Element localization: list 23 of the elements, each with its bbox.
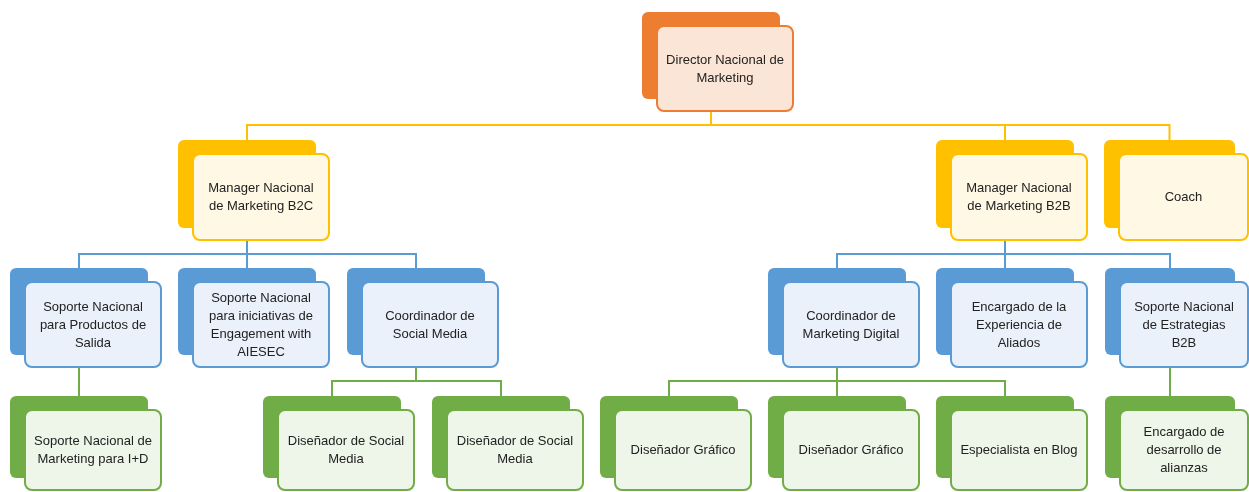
position-title: Diseñador de Social Media bbox=[287, 432, 405, 468]
connector-line bbox=[246, 240, 417, 269]
position-title: Manager Nacional de Marketing B2B bbox=[965, 179, 1073, 215]
position-title: Coordinador de Marketing Digital bbox=[801, 306, 901, 343]
position-title: Encargado de la Experiencia de Aliados bbox=[970, 297, 1068, 352]
position-title: Especialista en Blog bbox=[960, 441, 1078, 459]
position-title: Coach bbox=[1164, 188, 1203, 206]
position-title: Soporte Nacional de Marketing para I+D bbox=[34, 432, 152, 468]
position-title: Diseñador de Social Media bbox=[456, 432, 574, 468]
position-title: Diseñador Gráfico bbox=[630, 441, 736, 459]
position-title: Soporte Nacional para iniciativas de Engagement with AIESEC bbox=[207, 288, 315, 361]
position-title: Soporte Nacional para Productos de Salida bbox=[38, 297, 148, 352]
position-title: Soporte Nacional de Estrategias B2B bbox=[1133, 297, 1235, 352]
connector-line bbox=[1169, 367, 1171, 397]
position-title: Coordinador de Social Media bbox=[384, 306, 476, 343]
position-title: Manager Nacional de Marketing B2C bbox=[207, 179, 315, 215]
connector-line bbox=[836, 367, 1006, 397]
position-title: Director Nacional de Marketing bbox=[666, 50, 784, 87]
connector-line bbox=[1004, 240, 1171, 269]
connector-line bbox=[78, 367, 80, 397]
connector-line bbox=[415, 367, 502, 397]
position-title: Diseñador Gráfico bbox=[798, 441, 904, 459]
position-title: Encargado de desarrollo de alianzas bbox=[1142, 423, 1226, 477]
